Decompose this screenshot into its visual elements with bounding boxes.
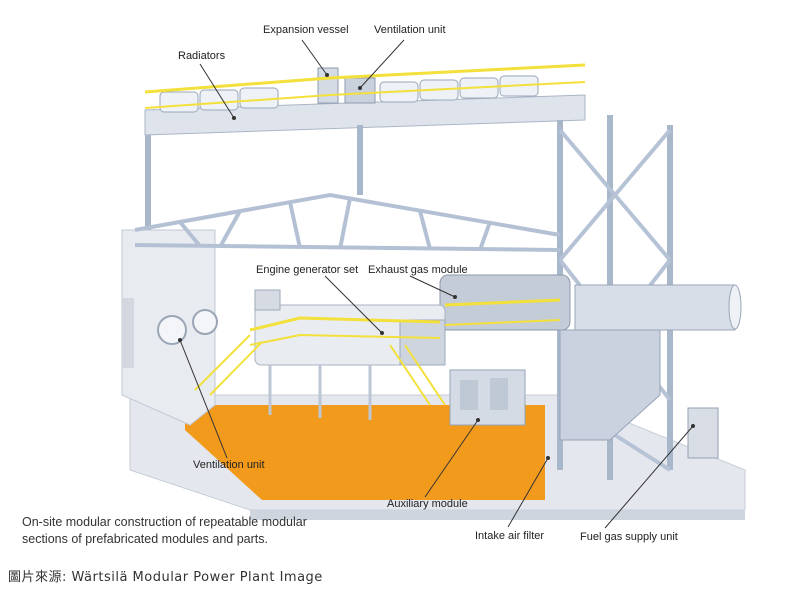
label-expansion-vessel: Expansion vessel bbox=[263, 24, 349, 36]
expansion-vessel bbox=[317, 67, 339, 104]
label-intake-air-filter: Intake air filter bbox=[475, 530, 545, 542]
label-auxiliary-module: Auxiliary module bbox=[387, 498, 468, 510]
label-fuel-gas-supply-unit: Fuel gas supply unit bbox=[580, 531, 678, 543]
top-ventilation-unit bbox=[344, 77, 376, 104]
leader-lines bbox=[179, 39, 694, 529]
label-ventilation-unit-top: Ventilation unit bbox=[374, 24, 446, 36]
label-exhaust-gas-module: Exhaust gas module bbox=[368, 264, 468, 276]
orange-floor bbox=[185, 405, 545, 500]
intake-air-filter-housing bbox=[559, 329, 661, 441]
stairs bbox=[194, 334, 446, 406]
figure-caption: On-site modular construction of repeatab… bbox=[22, 515, 307, 546]
roof-truss bbox=[134, 192, 561, 252]
image-credit: 圖片來源: Wärtsilä Modular Power Plant Image bbox=[8, 570, 323, 585]
ventilation-fan bbox=[192, 309, 218, 335]
intake-silencer bbox=[574, 284, 736, 331]
ventilation-fan bbox=[157, 315, 187, 345]
label-engine-generator-set: Engine generator set bbox=[256, 264, 359, 276]
side-cabinet bbox=[122, 298, 134, 368]
engine-railing bbox=[249, 316, 441, 332]
label-ventilation-unit-bottom: Ventilation unit bbox=[193, 459, 265, 471]
base-slab-side bbox=[250, 510, 745, 520]
label-radiators: Radiators bbox=[178, 50, 226, 62]
roof-railing bbox=[144, 63, 586, 94]
exhaust-platform-railing bbox=[444, 298, 561, 307]
fuel-gas-supply-unit bbox=[687, 407, 719, 459]
